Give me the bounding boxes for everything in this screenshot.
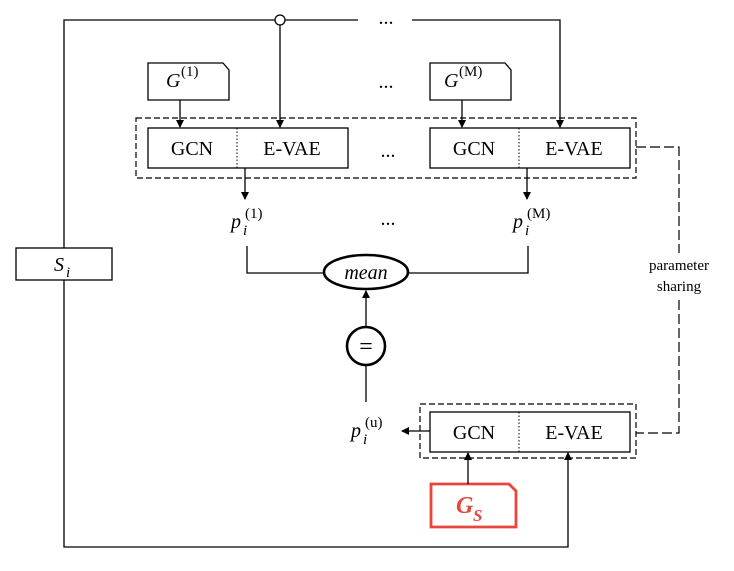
- si-top-feedback-line: [63, 19, 275, 248]
- pu-sub: i: [363, 432, 367, 448]
- pm-sup: (M): [527, 206, 550, 222]
- graph-gs-node: G S: [429, 482, 518, 529]
- graph-gm-node: G (M): [429, 62, 512, 101]
- arrow-to-evae-m: [412, 19, 564, 128]
- p1-sup: (1): [245, 206, 263, 222]
- ellipsis-outputs: ...: [381, 208, 396, 230]
- pu-sup: (u): [365, 415, 383, 431]
- graph-g1-node: G (1): [147, 62, 230, 101]
- evae-label-m: E-VAE: [545, 138, 602, 160]
- si-bottom-feedback-line: [63, 280, 572, 548]
- parameter-sharing-line1: parameter: [649, 258, 709, 274]
- pm-node: p i (M): [511, 206, 550, 239]
- evae-label-1: E-VAE: [263, 138, 320, 160]
- p1-node: p i (1): [229, 206, 263, 239]
- parameter-sharing-line-top: [636, 146, 680, 253]
- parameter-sharing-line2: sharing: [657, 279, 702, 295]
- pm-sub: i: [525, 223, 529, 239]
- gcn-label-m: GCN: [453, 138, 495, 160]
- mean-node: mean: [322, 253, 410, 291]
- module-1: GCN E-VAE: [147, 127, 349, 169]
- mean-label: mean: [344, 262, 387, 284]
- gcn-label-1: GCN: [171, 138, 213, 160]
- g1-sup: (1): [181, 64, 199, 80]
- p1-base: p: [229, 211, 241, 233]
- gs-base: G: [456, 493, 474, 519]
- ellipsis-top: ...: [379, 7, 394, 29]
- equal-label: =: [359, 334, 373, 360]
- line-pm-to-mean: [408, 246, 529, 274]
- line-p1-to-mean: [246, 246, 324, 274]
- gcn-label-u: GCN: [453, 422, 495, 444]
- module-u: GCN E-VAE: [429, 411, 631, 453]
- si-base: S: [54, 254, 64, 276]
- gm-sup: (M): [459, 64, 482, 80]
- parameter-sharing-line-bottom: [636, 300, 680, 434]
- evae-label-u: E-VAE: [545, 422, 602, 444]
- si-node: S i: [15, 247, 113, 281]
- module-m: GCN E-VAE: [429, 127, 631, 169]
- ellipsis-modules: ...: [381, 140, 396, 162]
- ellipsis-graphs: ...: [379, 71, 394, 93]
- pu-node: p i (u): [349, 415, 383, 448]
- split-node: [274, 14, 286, 26]
- equality-node: =: [345, 325, 387, 367]
- gm-base: G: [444, 70, 459, 92]
- pu-base: p: [349, 420, 361, 442]
- si-sub: i: [66, 265, 70, 281]
- gs-sub: S: [473, 506, 482, 525]
- g1-base: G: [166, 70, 181, 92]
- shared-model-group-top: [135, 117, 637, 179]
- pm-base: p: [511, 211, 523, 233]
- p1-sub: i: [243, 223, 247, 239]
